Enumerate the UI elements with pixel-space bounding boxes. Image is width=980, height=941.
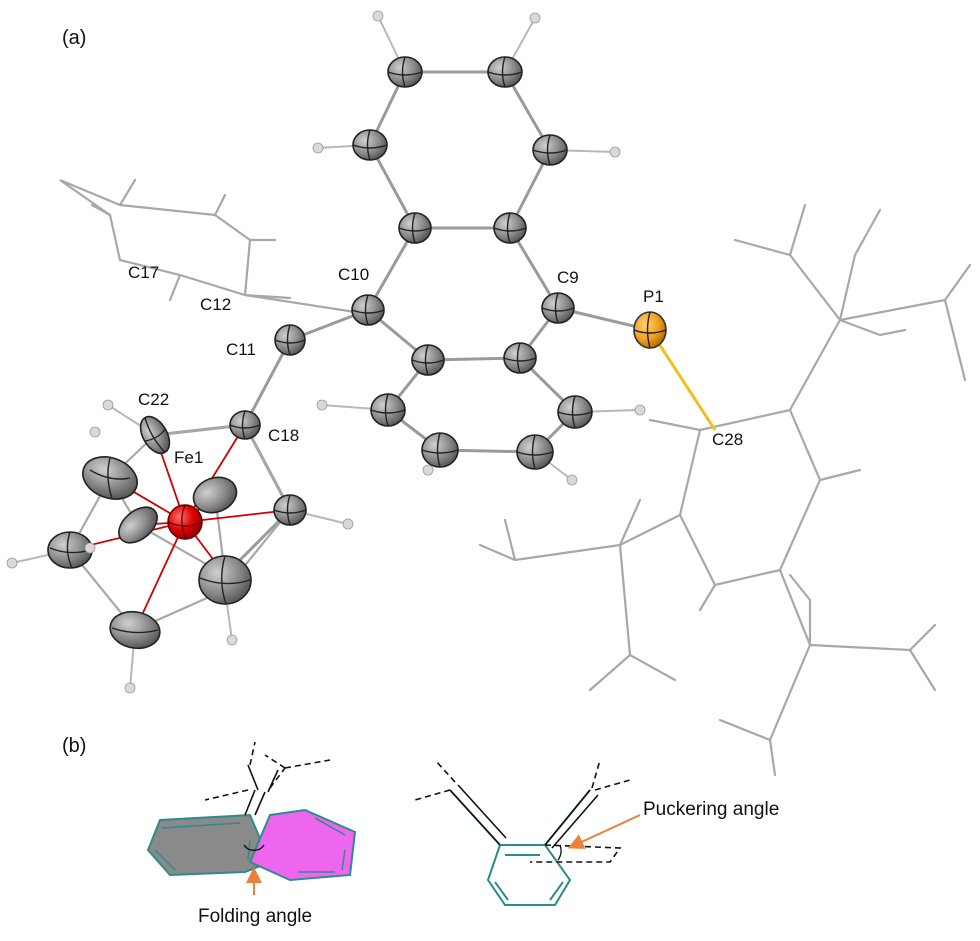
atom-labels: C17 C12 C11 C22 Fe1 C18 C10 C9 P1 C28 <box>128 263 743 467</box>
ferrocene-unit <box>47 423 292 650</box>
puckering-angle-label: Puckering angle <box>643 799 779 820</box>
magenta-benzo-ring <box>248 808 357 882</box>
label-c12: C12 <box>200 295 231 314</box>
anthracene-bonds <box>153 70 717 577</box>
label-c22: C22 <box>138 390 169 409</box>
panel-b-label: (b) <box>62 735 86 757</box>
phosphorus-atom <box>633 311 667 349</box>
grey-benzo-ring <box>146 813 272 877</box>
puckering-angle-schematic: Puckering angle <box>414 759 779 906</box>
label-c9: C9 <box>557 268 579 287</box>
label-c11: C11 <box>226 340 256 359</box>
label-c18: C18 <box>268 426 299 445</box>
hydrogen-bonds <box>11 15 641 689</box>
aryl-wireframe-right <box>478 203 972 777</box>
folding-angle-label: Folding angle <box>198 906 312 927</box>
label-p1: P1 <box>643 287 664 306</box>
panel-a-label: (a) <box>62 27 86 49</box>
label-fe1: Fe1 <box>174 448 203 467</box>
phenyl-wireframe-left <box>59 178 357 314</box>
label-c17: C17 <box>128 263 159 282</box>
carbon-atoms <box>139 56 593 526</box>
hydrogen-atoms <box>6 10 646 694</box>
folding-angle-schematic: Folding angle <box>146 741 357 927</box>
label-c10: C10 <box>338 265 369 284</box>
iron-atom <box>167 504 203 540</box>
label-c28: C28 <box>712 430 743 449</box>
